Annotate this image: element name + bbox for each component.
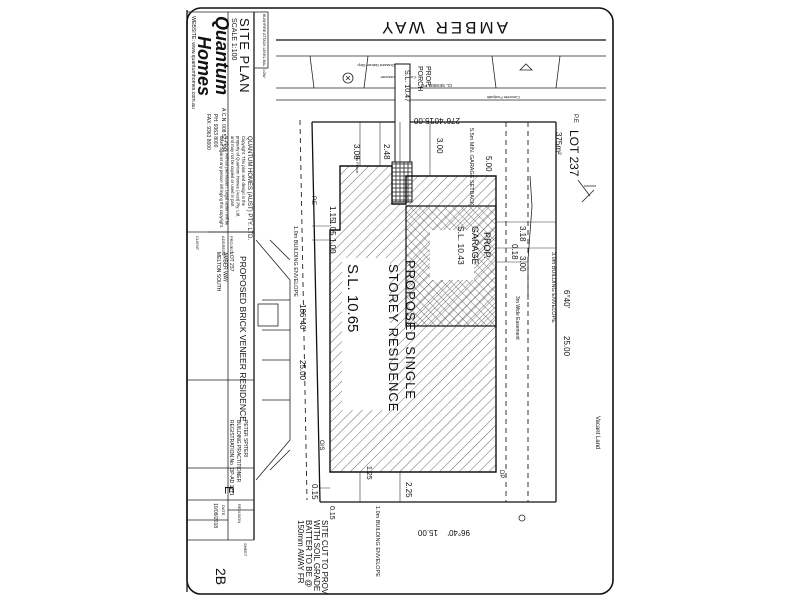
date-value: 10/08/2018 <box>212 503 218 528</box>
copyright-line-4: or whole without permission. Legal actio… <box>225 136 230 226</box>
setback-105: 1.05 <box>328 220 337 236</box>
residence: PROP. GARAGE S.L. 10.43 PROPOSED SINGLE … <box>329 165 497 473</box>
rear-bearing: 96°40' <box>447 528 470 537</box>
setback-125: 1.25 <box>365 466 372 480</box>
envelope-left: 1.0m BUILDING ENVELOPE <box>292 226 298 297</box>
os-marker: O/S <box>318 440 324 450</box>
street-name: AMBER WAY <box>379 18 508 37</box>
date-label: DATE <box>221 505 226 516</box>
site-note-line-3: BATTER TO BE @ <box>304 520 313 587</box>
lot-area: 375m² <box>554 132 563 155</box>
dp-marker: DP <box>498 470 504 478</box>
copyright-line-2: property of Quantum Homes (Aust) Pty. Lt… <box>236 136 241 217</box>
vacant-land-label: Vacant Land <box>594 416 600 449</box>
setback-front: 5.00 <box>484 156 493 172</box>
west-bearing: 186°40' <box>298 304 307 331</box>
bushfire-level: BUSHFIRE ATTACK LEVEL BAL - LOW <box>262 14 266 78</box>
revision-value: E <box>222 486 236 494</box>
abn: A.C.N. 008 527 584 <box>220 108 226 152</box>
website: WEBSITE: www.quantumhomes.com.au <box>190 16 196 109</box>
setback-248: 2.48 <box>382 144 391 160</box>
setback-dimensions: 5.00 5.5m MIN. GARAGE SETBACK 3.00 3.08 … <box>292 122 556 577</box>
rear-length: 15.00 <box>417 528 438 537</box>
site-note-line-4: 150mm AWAY FR <box>296 520 305 584</box>
garage-title2: GARAGE <box>470 226 480 265</box>
copyright-line-1: Copyright. This plan and design is the <box>241 136 246 207</box>
setback-100: 1.00 <box>328 238 337 254</box>
address-label: ADDRESS <box>221 236 226 256</box>
address-line-2: AMBER WAY <box>222 252 228 283</box>
no-fence-label: No Fence <box>355 156 360 174</box>
porch-title2: PORCH <box>416 66 423 91</box>
copyright-notice: Copyright. This plan and design is thepr… <box>219 136 246 228</box>
address-line-1: LOT 237 <box>228 252 234 272</box>
residence-level: S.L. 10.65 <box>344 264 361 332</box>
drawing-scale: SCALE 1:100 <box>230 18 237 61</box>
project-name: PROPOSED BRICK VENEER RESIDENCE <box>238 256 248 422</box>
lot-boundary: LOT 237 375m² 276°40' 15.00 96°40' 15.00… <box>298 114 600 537</box>
sheet-value: 2B <box>213 568 229 585</box>
designer-line-2: BUILDING PRACTITIONER <box>235 420 241 483</box>
setback-318: 3.18 <box>518 226 527 242</box>
residence-title1: PROPOSED SINGLE <box>403 260 418 400</box>
project-label: PROJECT <box>229 236 234 255</box>
sheet-label: SHEET <box>243 543 248 557</box>
garage-title1: PROP. <box>482 232 492 259</box>
easement-label: 3m Wide Easement <box>514 296 520 340</box>
company-name: QUANTUM HOMES (AUST) PTY. LTD. <box>246 136 252 240</box>
garage-level: S.L. 10.43 <box>456 226 466 265</box>
side-length: 25.00 <box>562 336 571 357</box>
drawing-title: SITE PLAN <box>237 18 252 93</box>
neighbour-dwelling <box>255 239 291 481</box>
title-block: Quantum Homes A.C.N. 008 527 584 PH: 936… <box>186 10 269 592</box>
right-markers <box>518 175 596 522</box>
client-label: CLIENT <box>195 236 200 251</box>
west-length: 25.00 <box>298 360 307 381</box>
setback-225: 2.25 <box>404 482 413 498</box>
envelope-bottom: 1.0m BUILDING ENVELOPE <box>374 506 380 577</box>
site-note-line-1: SITE CUT TO PROV <box>320 520 329 595</box>
lot-label: LOT 237 <box>567 130 581 177</box>
side-bearing: 6°40' <box>562 290 571 309</box>
front-length: 15.00 <box>413 116 434 125</box>
setback-300b: 3.00 <box>518 256 527 272</box>
porch-level: S.L. 10.47 <box>403 70 410 102</box>
setback-300: 3.00 <box>435 138 444 154</box>
address-line-3: MELTON SOUTH <box>215 252 221 292</box>
setback-308: 3.08 <box>352 144 361 160</box>
pe-right: P.E <box>572 114 578 123</box>
setback-garage: 5.5m MIN. GARAGE SETBACK <box>468 128 474 206</box>
site-note-line-2: WITH SOIL GRADE <box>312 520 321 591</box>
footpath-label: Concrete Footpath <box>487 95 520 100</box>
setback-115: 1.15 <box>328 206 337 222</box>
copyright-line-5: taken against any person infringing this… <box>219 136 224 228</box>
fax: FAX: 9363 8000 <box>205 114 211 150</box>
designer-line-1: PETER SPITERI <box>242 420 248 458</box>
revision-label: REVISION <box>237 504 242 523</box>
sewer-label: CL SEWER PIT <box>420 83 452 88</box>
setback-015b: 0.15 <box>328 506 335 520</box>
brand-homes: Homes <box>194 36 214 96</box>
setback-015a: 0.15 <box>310 484 319 500</box>
designer-line-3: REGISTRATION No. DP-AD 1271 <box>228 420 234 496</box>
envelope-right: 3.0m BUILDING ENVELOPE <box>550 252 556 323</box>
phone: PH: 9363 8000 <box>212 114 218 148</box>
copyright-line-3: and may not be copied or used in part <box>230 136 235 207</box>
residence-title2: STOREY RESIDENCE <box>386 264 401 412</box>
brand-quantum: Quantum <box>212 16 232 95</box>
pe-left: P.E <box>310 196 316 205</box>
porch-title1: PROP. <box>424 66 431 87</box>
front-bearing: 276°40' <box>433 116 460 125</box>
setback-018: 0.18 <box>510 244 519 260</box>
nature-strip-label: Grassed Nature Strip <box>357 63 395 68</box>
